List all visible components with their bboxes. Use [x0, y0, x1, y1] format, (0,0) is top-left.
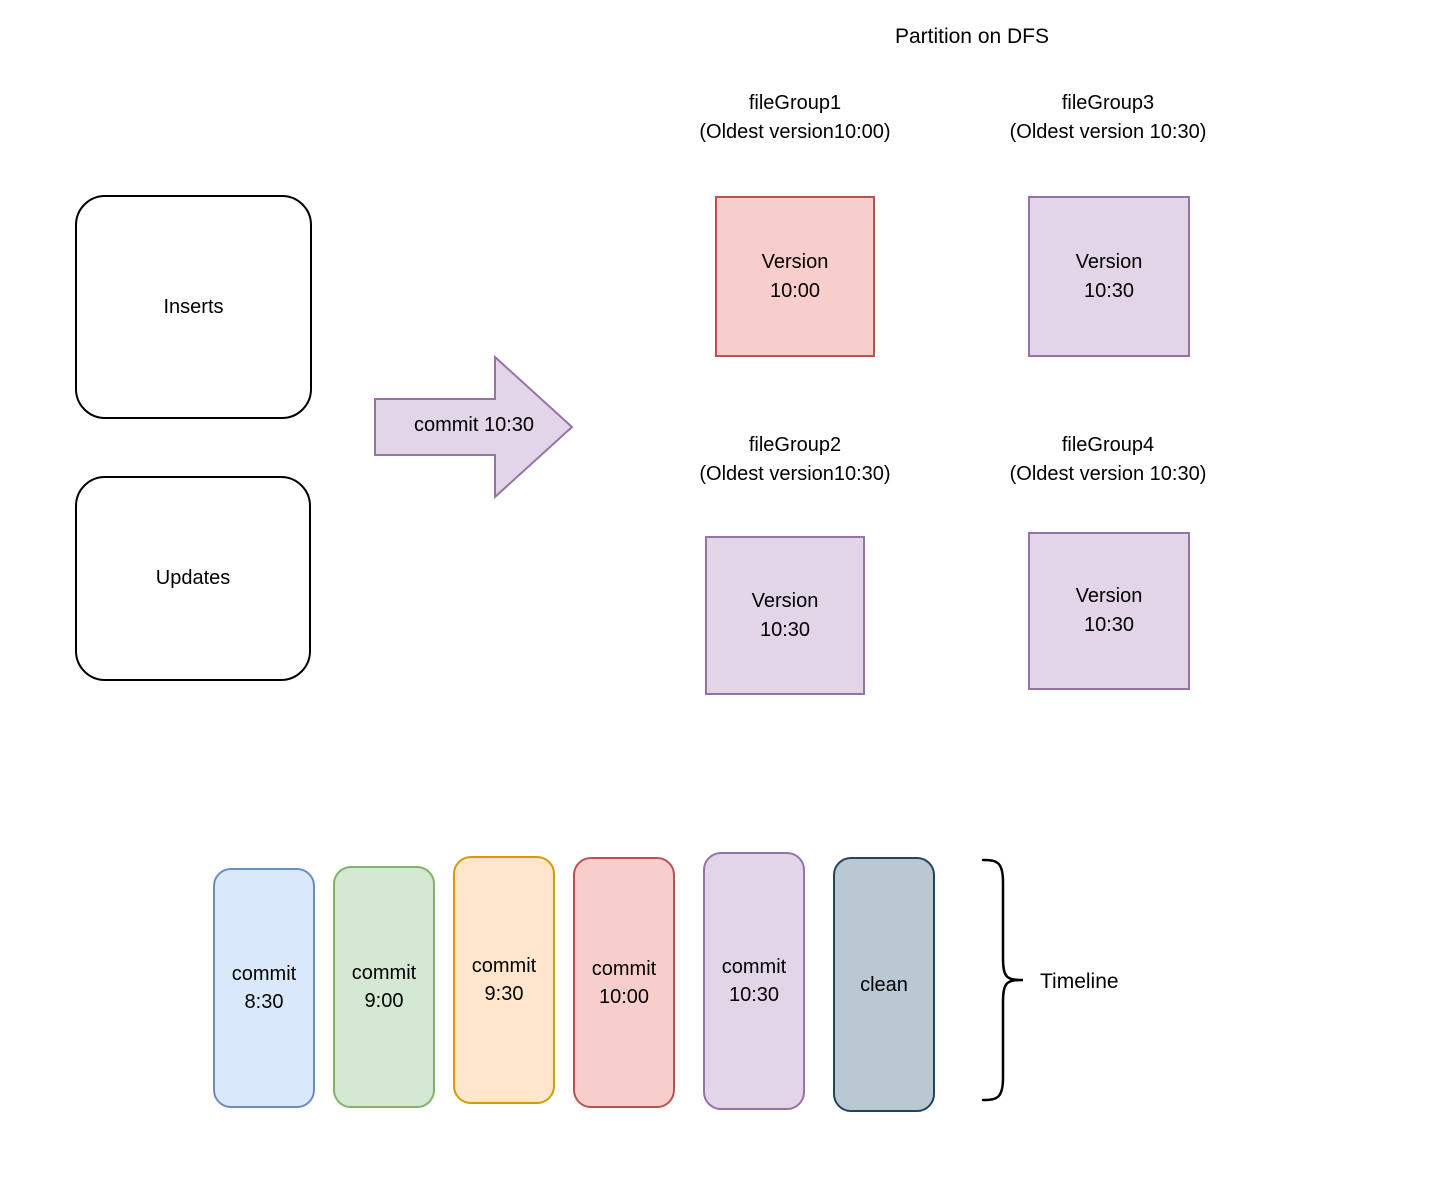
filegroup4-label: fileGroup4 (Oldest version 10:30) — [948, 431, 1268, 489]
timeline-event-commit-900: commit 9:00 — [333, 866, 435, 1108]
event-label: commit — [721, 956, 787, 978]
event-time: 9:30 — [484, 983, 524, 1005]
version-time: 10:30 — [1083, 614, 1135, 636]
version-text: Version — [1075, 250, 1143, 273]
updates-label: Updates — [155, 567, 231, 589]
event-label: commit — [231, 963, 297, 985]
filegroup3-version-box: Version 10:30 — [1028, 196, 1190, 357]
filegroup1-version-box: Version 10:00 — [715, 196, 875, 357]
filegroup2-label: fileGroup2 (Oldest version10:30) — [635, 431, 955, 489]
filegroup3-subtitle: (Oldest version 10:30) — [1009, 121, 1207, 143]
updates-box: Updates — [75, 476, 311, 681]
event-time: 9:00 — [364, 990, 404, 1012]
event-time: 10:00 — [598, 985, 650, 1008]
commit-arrow-icon — [374, 355, 574, 499]
filegroup2-subtitle: (Oldest version10:30) — [699, 463, 891, 485]
version-text: Version — [761, 250, 829, 273]
event-label: commit — [591, 957, 657, 980]
brace-path — [981, 858, 1024, 1102]
timeline-event-commit-930: commit 9:30 — [453, 856, 555, 1104]
arrow-shape — [374, 355, 574, 499]
timeline-event-clean: clean — [833, 857, 935, 1112]
commit-arrow-label: commit 10:30 — [413, 414, 535, 436]
version-time: 10:30 — [759, 618, 811, 641]
curly-brace-icon — [981, 858, 1024, 1102]
event-label: commit — [471, 955, 537, 977]
filegroup2-version-box: Version 10:30 — [705, 536, 865, 695]
filegroup1-label: fileGroup1 (Oldest version10:00) — [635, 89, 955, 147]
timeline-event-commit-1030: commit 10:30 — [703, 852, 805, 1110]
version-time: 10:00 — [769, 279, 821, 302]
page-title: Partition on DFS — [894, 25, 1050, 48]
version-text: Version — [751, 589, 819, 612]
filegroup3-name: fileGroup3 — [1061, 92, 1155, 114]
timeline-event-commit-1000: commit 10:00 — [573, 857, 675, 1108]
inserts-box: Inserts — [75, 195, 312, 419]
event-time: 8:30 — [244, 991, 284, 1013]
timeline-event-commit-830: commit 8:30 — [213, 868, 315, 1108]
event-time: 10:30 — [728, 984, 780, 1006]
inserts-label: Inserts — [163, 295, 224, 318]
event-label: clean — [860, 973, 908, 996]
timeline-label: Timeline — [1040, 970, 1119, 993]
version-text: Version — [1075, 585, 1143, 607]
filegroup1-name: fileGroup1 — [748, 92, 842, 114]
filegroup2-name: fileGroup2 — [748, 434, 842, 456]
filegroup1-subtitle: (Oldest version10:00) — [699, 121, 891, 143]
filegroup4-name: fileGroup4 — [1061, 434, 1155, 456]
filegroup4-subtitle: (Oldest version 10:30) — [1009, 463, 1207, 485]
version-time: 10:30 — [1083, 279, 1135, 302]
event-label: commit — [351, 962, 417, 984]
filegroup3-label: fileGroup3 (Oldest version 10:30) — [948, 89, 1268, 147]
filegroup4-version-box: Version 10:30 — [1028, 532, 1190, 690]
